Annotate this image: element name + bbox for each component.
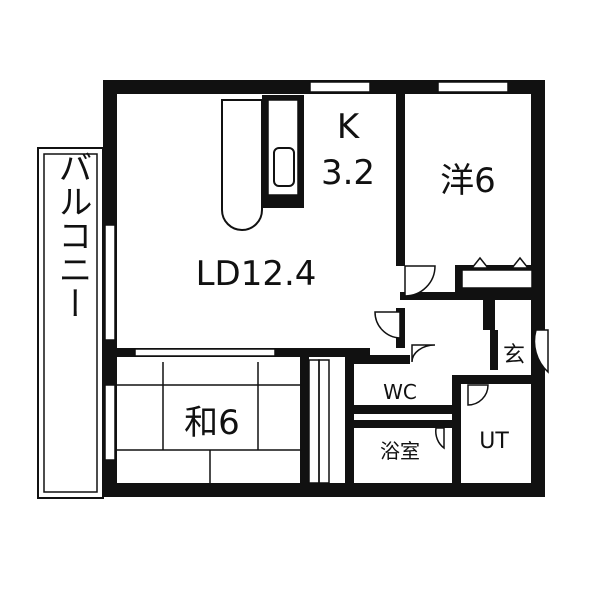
kitchen-name-label: K [337, 107, 361, 147]
kitchen-counter [221, 95, 304, 231]
japanese-closet [308, 359, 330, 484]
kitchen-size-label: 3.2 [321, 153, 375, 193]
sliding-partition [134, 348, 276, 357]
room-labels: K 3.2 LD12.4 洋6 和6 玄 WC 浴室 UT [184, 107, 525, 463]
tatami-mats [117, 362, 302, 483]
western-room-label: 洋6 [440, 161, 496, 201]
japanese-room-label: 和6 [184, 403, 240, 443]
bathroom-label: 浴室 [380, 439, 420, 463]
windows [104, 81, 509, 461]
toilet-label: WC [383, 380, 417, 404]
living-dining-label: LD12.4 [196, 254, 317, 294]
western-closet [455, 256, 535, 295]
doors [374, 265, 549, 450]
utility-label: UT [479, 429, 509, 454]
balcony-label: バルコニー [52, 150, 92, 320]
entrance-label: 玄 [503, 343, 525, 368]
